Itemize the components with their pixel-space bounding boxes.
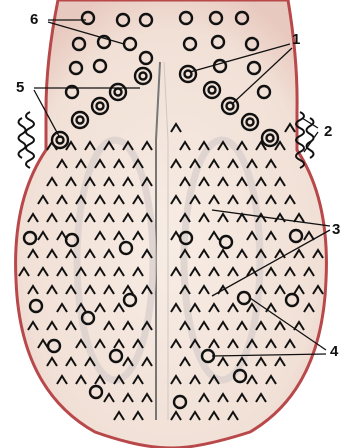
label-5: 5 (16, 79, 24, 96)
label-6: 6 (30, 11, 38, 28)
label-2: 2 (324, 123, 332, 140)
tongue-outline (16, 0, 327, 448)
label-1: 1 (292, 31, 300, 48)
label-3: 3 (332, 221, 340, 238)
label-4: 4 (330, 343, 339, 360)
